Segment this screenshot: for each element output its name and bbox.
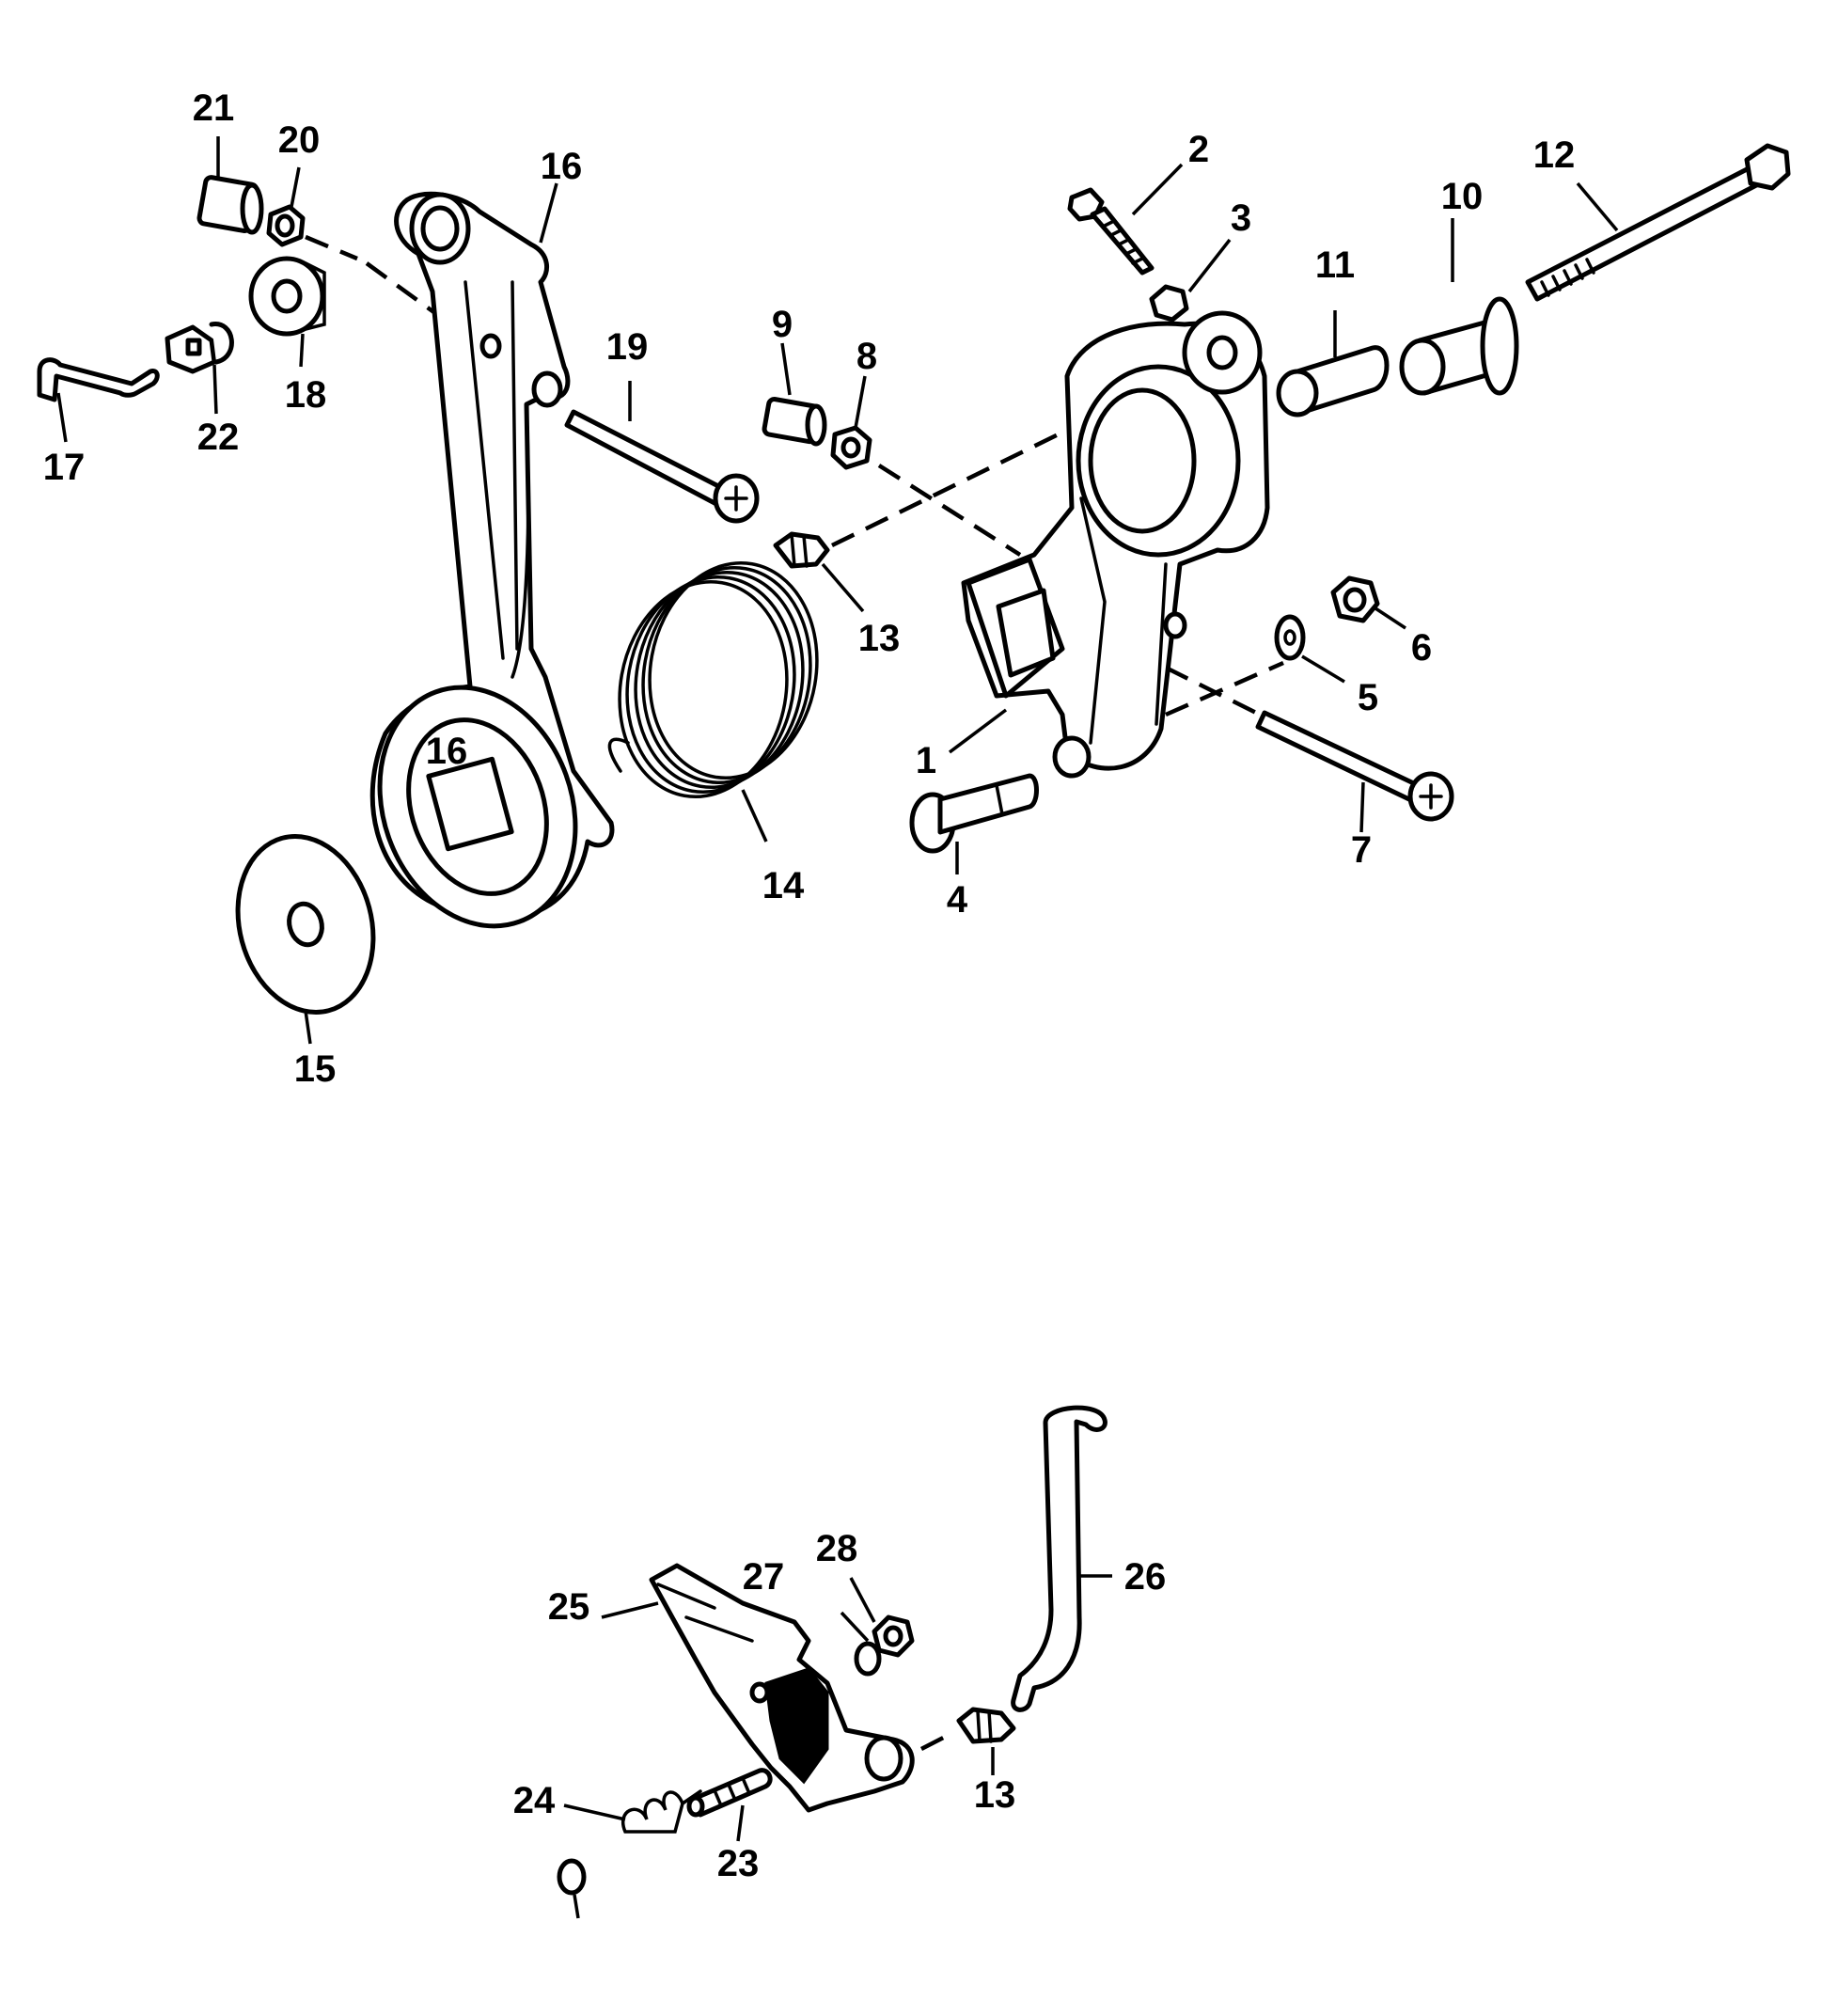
part-13-pivot-clip (773, 531, 830, 569)
part-13-pivot-clip-lower (956, 1707, 1016, 1744)
part-20-nut (266, 204, 306, 247)
callout-7: 7 (1351, 829, 1372, 871)
part-21-bushing (196, 175, 264, 235)
part-10-flanged-bushing (1399, 296, 1519, 396)
part-6-nut (1330, 575, 1380, 623)
part-18-swivel (248, 256, 326, 337)
callout-19: 19 (606, 326, 649, 368)
part-25-lever-bracket (649, 1563, 915, 1813)
callout-15: 15 (294, 1048, 337, 1090)
part-11-bushing (1276, 345, 1390, 417)
part-27-washer (854, 1641, 882, 1677)
part-28-nut (872, 1614, 915, 1658)
part-26-rod (1011, 1405, 1108, 1712)
part-16-inner-label: 16 (426, 731, 468, 772)
part-2-screw (1067, 187, 1155, 276)
callout-2: 2 (1188, 129, 1209, 170)
part-23-pin (686, 1768, 773, 1818)
part-9-bushing (762, 397, 827, 447)
part-3-nut (1149, 284, 1189, 323)
part-19-bolt (564, 409, 760, 524)
part-17-rod (37, 357, 160, 402)
part-22-clip (165, 322, 234, 374)
callout-18: 18 (285, 374, 327, 416)
callout-28: 28 (816, 1528, 858, 1569)
callout-26: 26 (1124, 1556, 1167, 1598)
callout-6: 6 (1411, 627, 1432, 669)
callout-12: 12 (1533, 134, 1576, 176)
part-4-pin (909, 773, 1039, 854)
callout-4: 4 (947, 879, 968, 921)
callout-5: 5 (1358, 677, 1378, 718)
part-16-throttle-lever (369, 191, 615, 929)
callout-11: 11 (1315, 244, 1355, 286)
leader-lines (56, 136, 1619, 1919)
callout-27: 27 (743, 1556, 785, 1598)
part-12-long-bolt (1525, 143, 1791, 302)
callout-labels: 1 2 3 4 5 6 7 8 9 10 11 12 13 13 14 15 1… (43, 87, 1576, 1884)
part-loose-washer (557, 1858, 587, 1896)
part-5-washer (1274, 614, 1306, 661)
callout-3: 3 (1231, 197, 1251, 239)
callout-16: 16 (541, 146, 583, 187)
callout-17: 17 (43, 447, 86, 488)
callout-21: 21 (193, 87, 235, 129)
callout-14: 14 (762, 865, 805, 906)
callout-24: 24 (513, 1780, 556, 1821)
callout-23: 23 (717, 1843, 760, 1884)
callout-13-lower: 13 (974, 1774, 1016, 1816)
part-7-bolt (1255, 710, 1454, 822)
callout-22: 22 (197, 417, 240, 458)
part-14-spring (607, 560, 819, 799)
part-15-washer (235, 833, 376, 1016)
callout-8: 8 (856, 336, 877, 377)
callout-13-upper: 13 (858, 618, 901, 659)
callout-1: 1 (916, 740, 936, 781)
callout-25: 25 (548, 1586, 590, 1628)
callout-10: 10 (1441, 176, 1484, 217)
callout-20: 20 (278, 119, 321, 161)
callout-9: 9 (772, 304, 793, 345)
part-1-throttle-cam (961, 310, 1270, 779)
part-8-nut (830, 425, 872, 470)
part-24-spring (621, 1789, 702, 1834)
